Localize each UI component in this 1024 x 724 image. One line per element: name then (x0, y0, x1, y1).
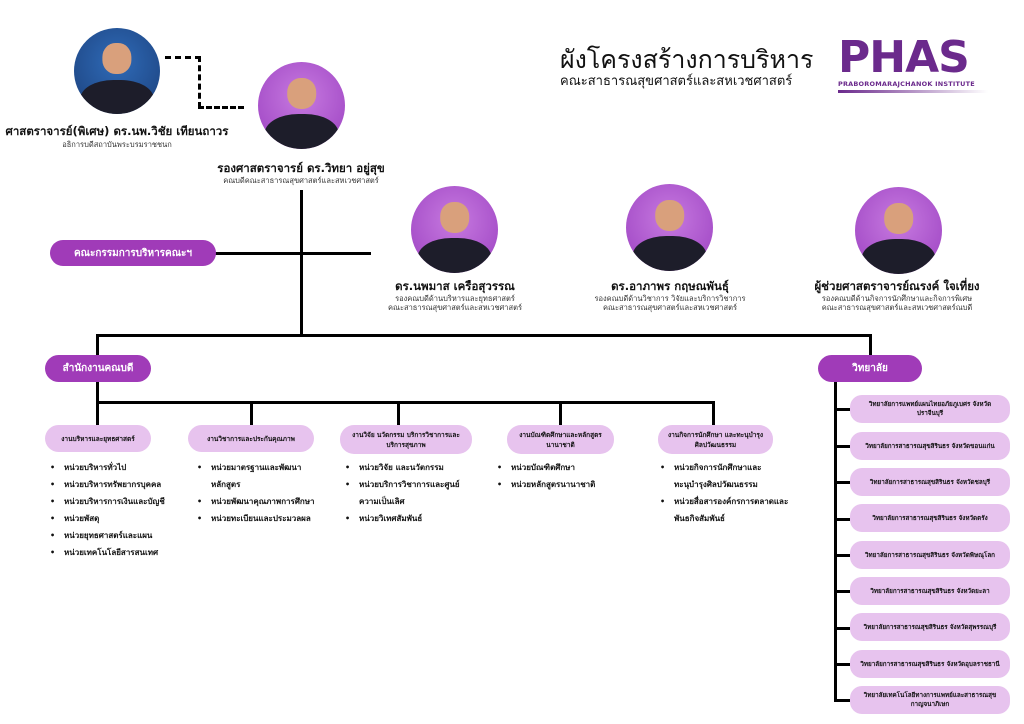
college-pill: วิทยาลัย (818, 355, 922, 382)
unit-item: หน่วยสื่อสารองค์กรการตลาดและพันธกิจสัมพั… (658, 493, 793, 527)
person-role: คณะสาธารณสุขศาสตร์และสหเวชศาสตร์ณบดี (821, 303, 973, 312)
unit-item: หน่วยบริหารทรัพยากรบุคคล (48, 476, 166, 493)
unit-item: หน่วยมาตรฐานและพัฒนาหลักสูตร (195, 459, 320, 493)
unit-list: หน่วยกิจการนักศึกษาและทะนุบำรุงศิลปวัฒนธ… (658, 459, 793, 527)
college-box: วิทยาลัยเทคโนโลยีทางการแพทย์และสาธารณสุข… (850, 686, 1010, 714)
person-name: ดร.อาภาพร กฤษณพันธุ์ (611, 279, 729, 293)
college-box: วิทยาลัยการสาธารณสุขสิรินธร จังหวัดชลบุร… (850, 468, 1010, 496)
unit-item: หน่วยพัฒนาคุณภาพการศึกษา (195, 493, 320, 510)
unit-item: หน่วยบริการวิชาการและศูนย์ความเป็นเลิศ (343, 476, 473, 510)
unit-item: หน่วยหลักสูตรนานาชาติ (495, 476, 635, 493)
unit-item: หน่วยวิเทศสัมพันธ์ (343, 510, 473, 527)
college-box: วิทยาลัยการสาธารณสุขสิรินธร จังหวัดขอนแก… (850, 432, 1010, 460)
college-box: วิทยาลัยการสาธารณสุขสิรินธร จังหวัดอุบลร… (850, 650, 1010, 678)
unit-item: หน่วยวิจัย และนวัตกรรม (343, 459, 473, 476)
unit-list: หน่วยบริหารทั่วไป หน่วยบริหารทรัพยากรบุค… (48, 459, 166, 561)
person-role: รองคณบดีด้านวิชาการ วิจัยและบริการวิชากา… (594, 294, 746, 303)
unit-item: หน่วยยุทธศาสตร์และแผน (48, 527, 166, 544)
unit-item: หน่วยพัสดุ (48, 510, 166, 527)
photo-vice-dean-1 (411, 186, 498, 273)
page-subtitle: คณะสาธารณสุขศาสตร์และสหเวชศาสตร์ (560, 74, 793, 89)
college-box: วิทยาลัยการสาธารณสุขสิรินธร จังหวัดยะลา (850, 577, 1010, 605)
unit-item: หน่วยเทคโนโลยีสารสนเทศ (48, 544, 166, 561)
unit-list: หน่วยวิจัย และนวัตกรรม หน่วยบริการวิชากา… (343, 459, 473, 527)
person-name: ดร.นพมาส เครือสุวรรณ (395, 279, 515, 293)
college-box: วิทยาลัยการแพทย์แผนไทยอภัยภูเบศร จังหวัด… (850, 395, 1010, 423)
person-name: รองศาสตราจารย์ ดร.วิทยา อยู่สุข (217, 161, 385, 175)
person-name: ศาสตราจารย์(พิเศษ) ดร.นพ.วิชัย เทียนถาวร (5, 124, 229, 138)
person-role: อธิการบดีสถาบันพระบรมราชชนก (62, 140, 172, 149)
unit-list: หน่วยบัณฑิตศึกษา หน่วยหลักสูตรนานาชาติ (495, 459, 635, 493)
department-pill: งานบริหารและยุทธศาสตร์ (45, 425, 151, 452)
phas-logo: PHAS PRABOROMARAJCHANOK INSTITUTE (838, 36, 988, 93)
page-title: ผังโครงสร้างการบริหาร (560, 45, 814, 74)
college-box: วิทยาลัยการสาธารณสุขสิรินธร จังหวัดตรัง (850, 504, 1010, 532)
person-role: รองคณบดีด้านกิจการนักศึกษาและกิจการพิเศษ (821, 294, 973, 303)
department-pill: งานวิจัย นวัตกรรม บริการวิชาการและบริการ… (340, 425, 472, 454)
unit-list: หน่วยมาตรฐานและพัฒนาหลักสูตร หน่วยพัฒนาค… (195, 459, 320, 527)
photo-dean (258, 62, 345, 149)
dean-office-pill: สำนักงานคณบดี (45, 355, 151, 382)
person-name: ผู้ช่วยศาสตราจารย์ณรงค์ ใจเที่ยง (814, 279, 980, 293)
unit-item: หน่วยบัณฑิตศึกษา (495, 459, 635, 476)
college-box: วิทยาลัยการสาธารณสุขสิรินธร จังหวัดพิษณุ… (850, 541, 1010, 569)
unit-item: หน่วยบริหารทั่วไป (48, 459, 166, 476)
college-box: วิทยาลัยการสาธารณสุขสิรินธร จังหวัดสุพรร… (850, 613, 1010, 641)
person-role: คณะสาธารณสุขศาสตร์และสหเวชศาสตร์ (602, 303, 737, 312)
unit-item: หน่วยกิจการนักศึกษาและทะนุบำรุงศิลปวัฒนธ… (658, 459, 793, 493)
department-pill: งานบัณฑิตศึกษาและหลักสูตรนานาชาติ (507, 425, 614, 454)
photo-vice-dean-2 (626, 184, 713, 271)
department-pill: งานกิจการนักศึกษา และทะนุบำรุงศิลปวัฒนธร… (658, 425, 773, 454)
committee-pill: คณะกรรมการบริหารคณะฯ (50, 240, 216, 266)
photo-president (74, 28, 160, 114)
person-role: รองคณบดีด้านบริหารและยุทธศาสตร์ (395, 294, 515, 303)
connector (300, 190, 303, 336)
person-role: คณบดีคณะสาธารณสุขศาสตร์และสหเวชศาสตร์ (223, 176, 379, 185)
department-pill: งานวิชาการและประกันคุณภาพ (188, 425, 314, 452)
person-role: คณะสาธารณสุขศาสตร์และสหเวชศาสตร์ (387, 303, 522, 312)
photo-vice-dean-3 (855, 187, 942, 274)
unit-item: หน่วยบริหารการเงินและบัญชี (48, 493, 166, 510)
unit-item: หน่วยทะเบียนและประมวลผล (195, 510, 320, 527)
